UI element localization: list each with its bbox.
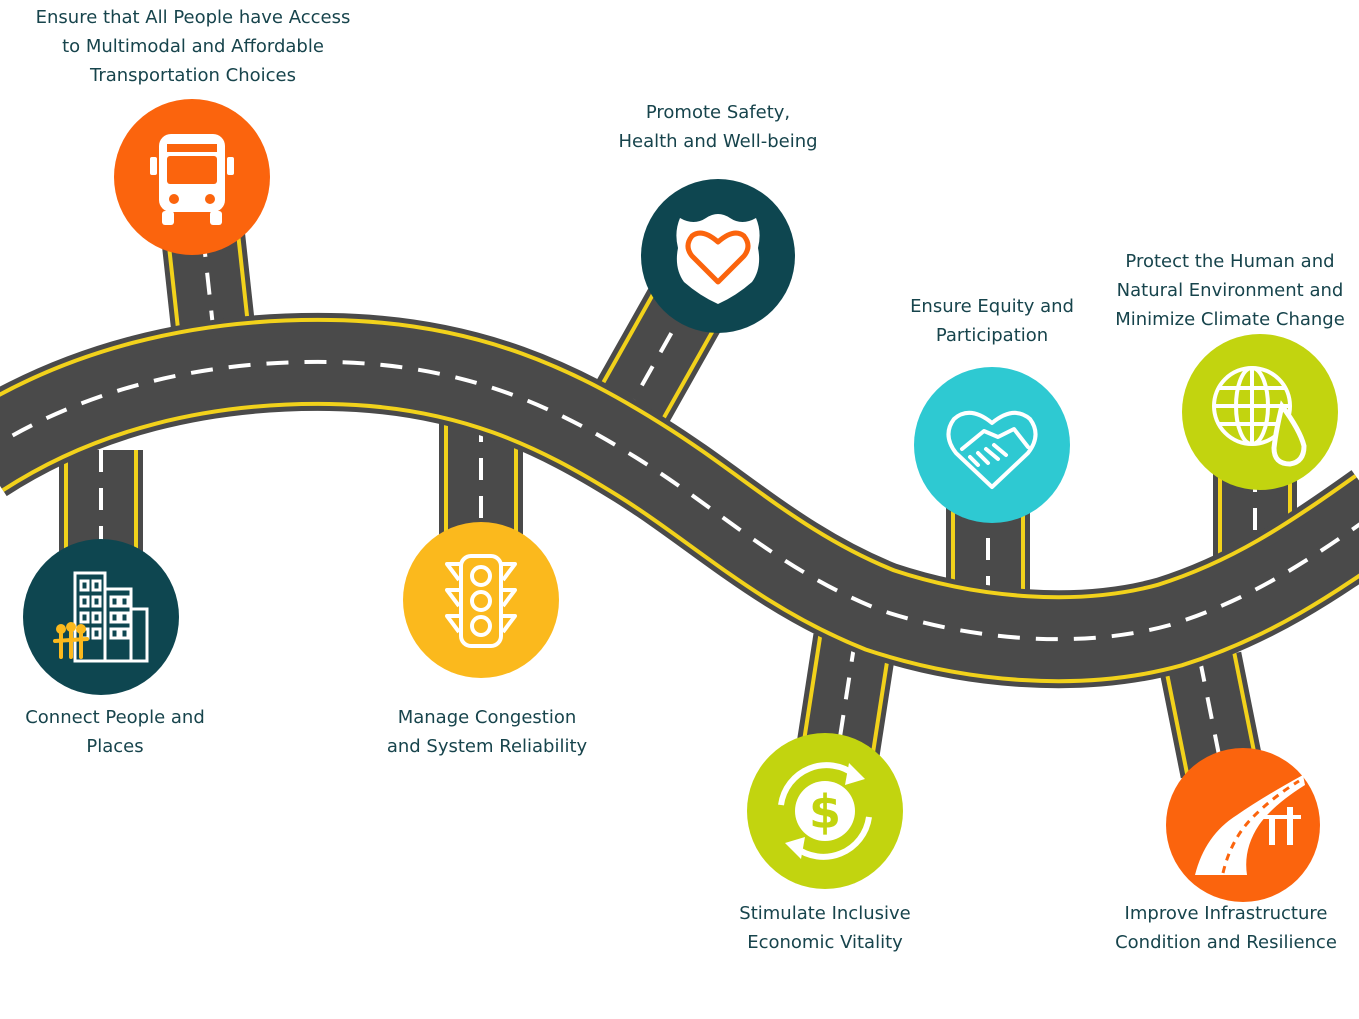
goal-congestion-badge: [403, 522, 559, 678]
goal-environment-badge: [1182, 334, 1338, 490]
goal-equity-badge: [914, 367, 1070, 523]
label-line: Ensure that All People have Access: [35, 7, 351, 28]
bus-icon: [150, 134, 234, 225]
goal-congestion-label: Manage Congestion and System Reliability: [387, 703, 587, 761]
label-line: Health and Well-being: [618, 131, 818, 152]
label-line: Manage Congestion: [397, 707, 577, 728]
label-line: Transportation Choices: [89, 65, 297, 86]
dollar-cycle-icon: $: [778, 762, 872, 860]
goal-infrastructure-badge: [1166, 748, 1320, 902]
goal-access-badge: [114, 99, 270, 255]
road-bridge-icon: [1195, 775, 1305, 875]
label-line: and System Reliability: [386, 736, 588, 757]
label-line: Promote Safety,: [645, 102, 791, 123]
goal-safety-label: Promote Safety, Health and Well-being: [618, 98, 817, 156]
goal-equity-label: Ensure Equity and Participation: [910, 292, 1074, 350]
label-line: Condition and Resilience: [1115, 932, 1337, 953]
label-line: Participation: [935, 325, 1049, 346]
goal-economy-label: Stimulate Inclusive Economic Vitality: [739, 899, 910, 957]
branch-infrastructure: [1158, 651, 1264, 779]
label-line: Economic Vitality: [747, 932, 903, 953]
heart-handshake-icon: [946, 411, 1038, 489]
branch-economy: [796, 633, 897, 757]
goal-economy-badge: $: [747, 733, 903, 889]
traffic-light-icon: [445, 554, 517, 648]
svg-text:$: $: [809, 785, 841, 839]
label-line: Connect People and: [25, 707, 205, 728]
goal-access-label: Ensure that All People have Access to Mu…: [36, 3, 351, 90]
shield-heart-icon: [676, 214, 760, 304]
goal-connect-badge: [23, 539, 179, 695]
label-line: Protect the Human and: [1125, 251, 1335, 272]
goal-infrastructure-label: Improve Infrastructure Condition and Res…: [1115, 899, 1337, 957]
goal-connect-label: Connect People and Places: [25, 703, 205, 761]
label-line: Minimize Climate Change: [1115, 309, 1345, 330]
label-line: Improve Infrastructure: [1124, 903, 1328, 924]
buildings-people-icon: [53, 571, 149, 663]
icons-layer: $: [23, 99, 1338, 902]
main-road: [0, 312, 1359, 689]
badge-circle: [1182, 334, 1338, 490]
label-line: to Multimodal and Affordable: [62, 36, 324, 57]
label-line: Places: [86, 736, 144, 757]
globe-leaf-icon: [1212, 366, 1307, 467]
label-line: Natural Environment and: [1116, 280, 1344, 301]
label-line: Stimulate Inclusive: [739, 903, 911, 924]
badge-circle: [403, 522, 559, 678]
label-line: Ensure Equity and: [910, 296, 1074, 317]
goal-environment-label: Protect the Human and Natural Environmen…: [1115, 247, 1345, 334]
goal-safety-badge: [641, 179, 795, 333]
